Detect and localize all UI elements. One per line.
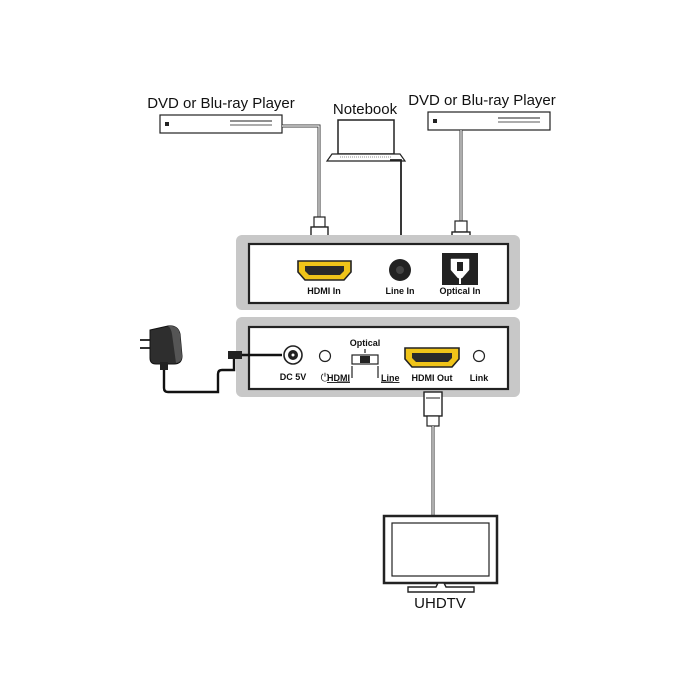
switch-line-label: Line (381, 373, 400, 383)
dvd-player-left (159, 114, 283, 134)
hdmi-in-port (297, 260, 352, 281)
audio-source-switch (351, 354, 379, 365)
notebook-icon (325, 119, 407, 162)
dvd-player-right (427, 111, 551, 131)
input-panel (236, 235, 520, 310)
dvd-player-right-label: DVD or Blu-ray Player (408, 92, 556, 109)
dc-5v-label: DC 5V (280, 372, 307, 382)
link-led (472, 349, 486, 363)
line-in-cable (390, 159, 402, 238)
uhdtv-label: UHDTV (414, 595, 466, 612)
power-cable (162, 353, 282, 394)
dc-power-jack (283, 345, 303, 365)
line-in-jack (389, 259, 411, 281)
line-in-label: Line In (386, 286, 415, 296)
switch-optical-label: Optical (350, 338, 381, 348)
hdmi-out-label: HDMI Out (412, 373, 453, 383)
power-led (318, 349, 332, 363)
power-icon: ⏻ (321, 371, 330, 384)
optical-in-label: Optical In (439, 286, 480, 296)
power-adapter-icon (140, 325, 183, 370)
hdmi-in-label: HDMI In (307, 286, 341, 296)
link-label: Link (470, 373, 489, 383)
notebook-label: Notebook (333, 101, 398, 118)
hdmi-out-port (404, 347, 460, 368)
hdmi-cable-in (282, 124, 321, 218)
dvd-player-left-label: DVD or Blu-ray Player (147, 95, 295, 112)
optical-in-port (442, 253, 478, 285)
switch-hdmi-label: HDMI (327, 373, 350, 383)
hdmi-plug-out (423, 391, 443, 427)
uhdtv-icon (382, 514, 499, 593)
